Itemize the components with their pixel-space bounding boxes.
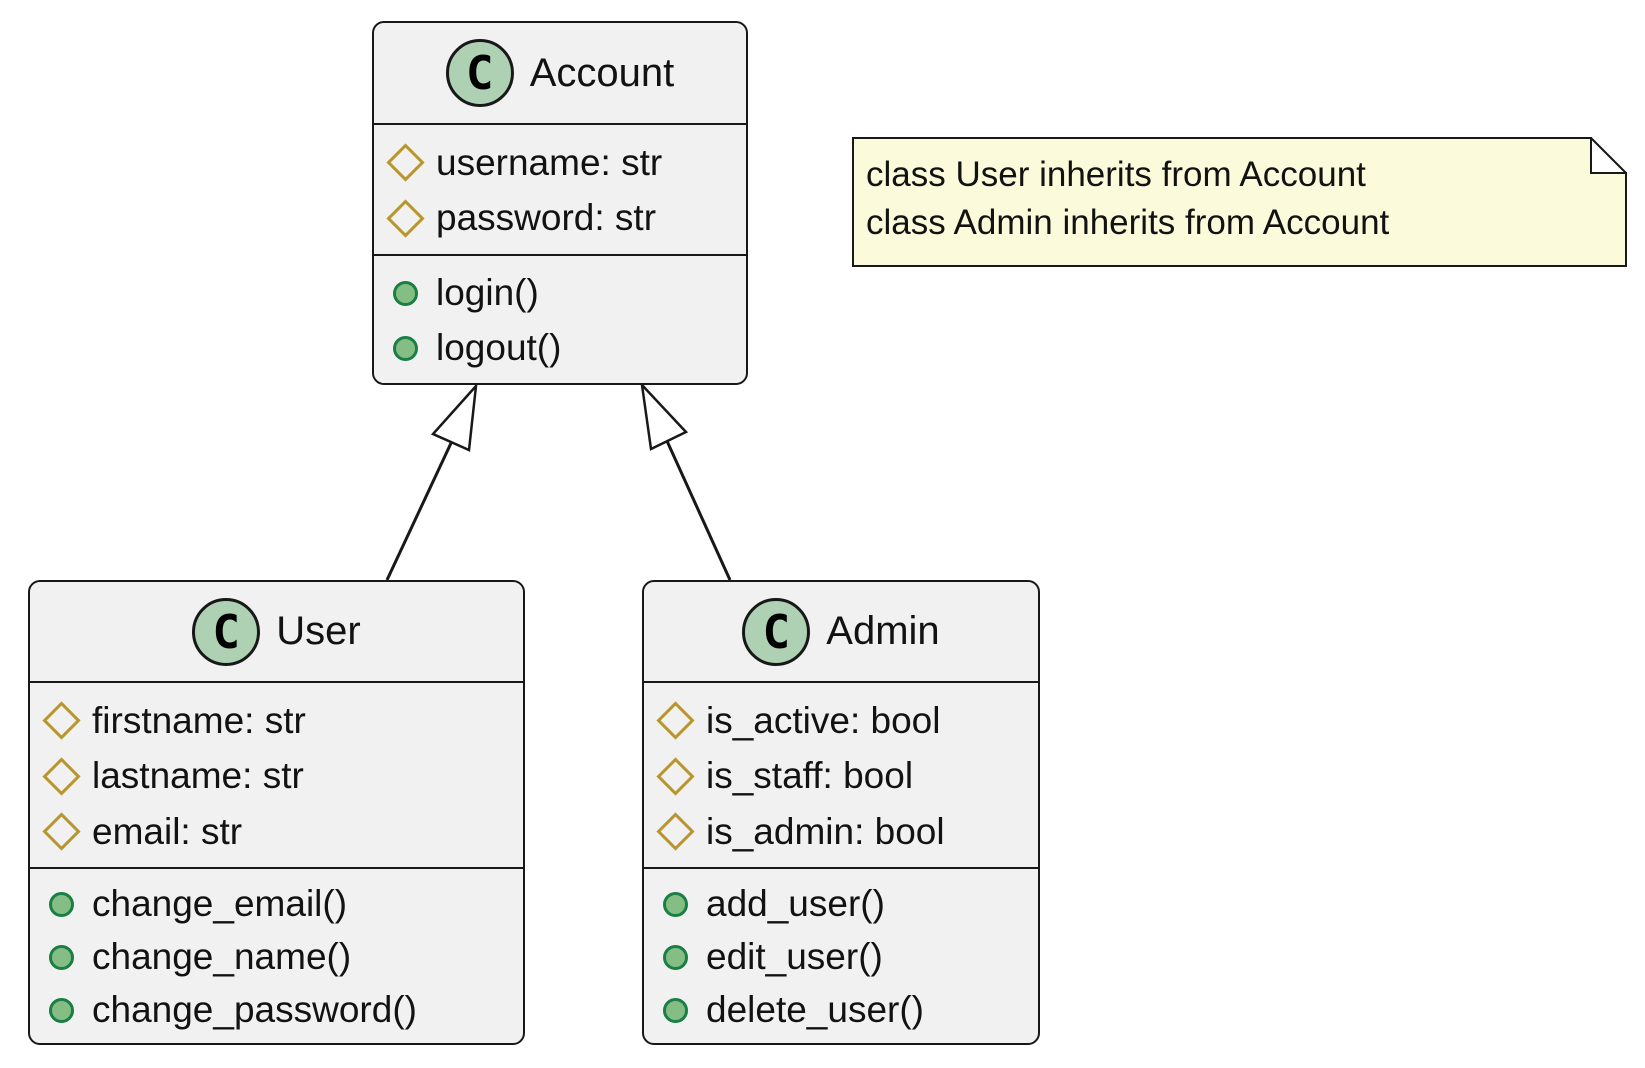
note-line: class Admin inherits from Account: [866, 203, 1390, 242]
field-diamond-icon: [385, 143, 425, 182]
attribute-row: username: str: [385, 137, 732, 189]
inheritance-triangle-icon: [430, 382, 478, 452]
public-method-icon: [48, 944, 74, 970]
class-badge-icon: C: [742, 597, 811, 666]
field-diamond-icon: [655, 756, 695, 796]
attribute-label: email: str: [92, 810, 243, 852]
class-box-admin: C Admin is_active: bool is_staff: bool i…: [642, 580, 1040, 1045]
method-label: add_user(): [706, 883, 885, 924]
public-method-icon: [392, 335, 418, 361]
attribute-row: is_active: bool: [655, 695, 1024, 747]
class-title: Admin: [826, 609, 940, 653]
public-method-icon: [662, 891, 688, 917]
attribute-label: firstname: str: [92, 699, 306, 741]
class-title: User: [276, 609, 361, 653]
field-diamond-icon: [655, 701, 695, 740]
method-row: login(): [388, 267, 732, 319]
class-box-account: C Account username: str password: str lo…: [372, 21, 748, 385]
attribute-row: email: str: [41, 806, 509, 858]
class-header: C Account: [374, 23, 746, 123]
method-label: change_password(): [92, 989, 417, 1030]
methods-section: login() logout(): [374, 254, 746, 383]
method-row: edit_user(): [658, 931, 1024, 983]
attribute-label: lastname: str: [92, 755, 304, 796]
field-diamond-icon: [385, 199, 425, 238]
inheritance-arrow-user-to-account: [385, 382, 478, 581]
public-method-icon: [392, 280, 418, 306]
attributes-section: firstname: str lastname: str email: str: [30, 681, 523, 867]
field-diamond-icon: [41, 756, 81, 796]
attribute-row: lastname: str: [41, 750, 509, 802]
class-badge-icon: C: [445, 39, 514, 107]
attribute-row: is_admin: bool: [655, 806, 1024, 858]
methods-section: add_user() edit_user() delete_user(): [644, 867, 1038, 1043]
field-diamond-icon: [41, 701, 81, 740]
class-badge-icon: C: [192, 597, 261, 666]
public-method-icon: [48, 891, 74, 917]
inheritance-triangle-icon: [640, 381, 689, 451]
attribute-label: password: str: [436, 197, 657, 239]
inheritance-line: [385, 440, 454, 581]
method-label: delete_user(): [706, 989, 925, 1030]
class-box-user: C User firstname: str lastname: str emai…: [28, 580, 525, 1045]
inheritance-line: [665, 440, 732, 581]
method-row: change_email(): [44, 878, 509, 930]
attributes-section: is_active: bool is_staff: bool is_admin:…: [644, 681, 1038, 867]
attribute-label: is_staff: bool: [706, 755, 914, 796]
attributes-section: username: str password: str: [374, 123, 746, 254]
method-row: logout(): [388, 322, 732, 374]
public-method-icon: [48, 997, 74, 1023]
method-label: edit_user(): [706, 936, 883, 977]
note-fold-icon: [1590, 137, 1627, 174]
attribute-row: is_staff: bool: [655, 750, 1024, 802]
note-inheritance-comment: class User inherits from Account class A…: [852, 137, 1628, 268]
public-method-icon: [662, 944, 688, 970]
note-background: [852, 137, 1627, 267]
note-text: class User inherits from Account class A…: [866, 151, 1389, 247]
method-row: change_password(): [44, 984, 509, 1036]
class-header: C User: [30, 582, 523, 681]
field-diamond-icon: [41, 812, 81, 851]
class-header: C Admin: [644, 582, 1038, 681]
inheritance-arrow-admin-to-account: [640, 381, 732, 581]
attribute-label: username: str: [436, 141, 663, 183]
public-method-icon: [662, 997, 688, 1023]
methods-section: change_email() change_name() change_pass…: [30, 867, 523, 1043]
attribute-row: firstname: str: [41, 695, 509, 747]
method-row: add_user(): [658, 878, 1024, 930]
attribute-label: is_active: bool: [706, 699, 941, 741]
method-label: login(): [436, 272, 539, 313]
field-diamond-icon: [655, 812, 695, 851]
attribute-label: is_admin: bool: [706, 810, 945, 852]
method-row: delete_user(): [658, 984, 1024, 1036]
method-label: change_email(): [92, 883, 348, 924]
attribute-row: password: str: [385, 192, 732, 244]
note-line: class User inherits from Account: [866, 155, 1366, 194]
method-row: change_name(): [44, 931, 509, 983]
method-label: change_name(): [92, 936, 352, 977]
class-title: Account: [529, 50, 675, 95]
method-label: logout(): [436, 327, 562, 368]
